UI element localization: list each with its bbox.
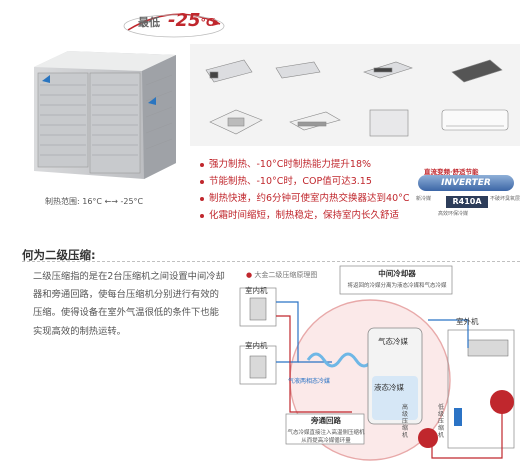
min-temp-badge [123,13,225,38]
indoor-units-image [205,59,509,137]
feature-item: 强力制热、-10°C时制热能力提升18% [200,156,371,170]
bullet-icon [200,162,204,167]
badge-prefix: 最低 [138,16,160,29]
heating-range-label: 制热范围: 16°C ←→ -25°C [45,197,144,206]
feature-item: 制热快速，约6分钟可使室内热交换器达到40°C [200,190,410,204]
compression-diagram [239,265,515,461]
feature-item: 化霜时间缩短，制热稳定，保持室内长久舒适 [200,207,399,221]
feature-item: 节能制热、-10°C时，COP值可达3.15 [200,173,372,187]
liquid-refrigerant-label: 液态冷媒 [374,383,404,392]
indoor-units-panel [190,44,520,146]
indoor-unit-label: 室内机 [245,341,268,350]
indoor-unit-label: 室内机 [245,286,268,295]
bypass-desc: 气态冷媒直接注入高温侧压缩机 [287,430,365,436]
bypass-title: 旁通回路 [311,416,341,425]
gas-refrigerant-label: 气态冷媒 [378,337,408,346]
bullet-icon [200,213,204,218]
bypass-desc: 从而提高冷媒循环量 [301,438,351,444]
inverter-logo: INVERTER [418,175,514,191]
section-body: 二级压缩指的是在2台压缩机之间设置中间冷却器和旁通回路，使每台压缩机分别进行有效… [33,271,225,337]
intercooler-desc: 将返回的冷媒分离为液态冷媒和气态冷媒 [347,283,447,289]
section-box [22,261,520,467]
refrigerant-note: 新冷媒 [416,196,432,202]
refrigerant-note: 高效环保冷媒 [438,211,469,217]
outdoor-unit-image [34,51,176,179]
inverter-title: 直流变频·舒适节能 [424,168,479,176]
bullet-icon [200,179,204,184]
low-stage-compressor-label: 低级压缩机 [438,404,445,439]
section-title: 何为二级压缩: [22,248,96,262]
diagram-title: ● 大金二级压缩原理图 [246,271,318,279]
refrigerant-note: 不破坏臭氧层 [490,196,521,202]
high-stage-compressor-label: 高级压缩机 [402,404,409,439]
bullet-icon [200,196,204,201]
badge-value: -25°C [168,10,215,31]
refrigerant-badge: R410A [446,196,488,208]
intercooler-title: 中间冷却器 [378,269,416,278]
two-phase-label: 气液两相态冷媒 [288,378,331,385]
outdoor-unit-label: 室外机 [456,317,479,326]
